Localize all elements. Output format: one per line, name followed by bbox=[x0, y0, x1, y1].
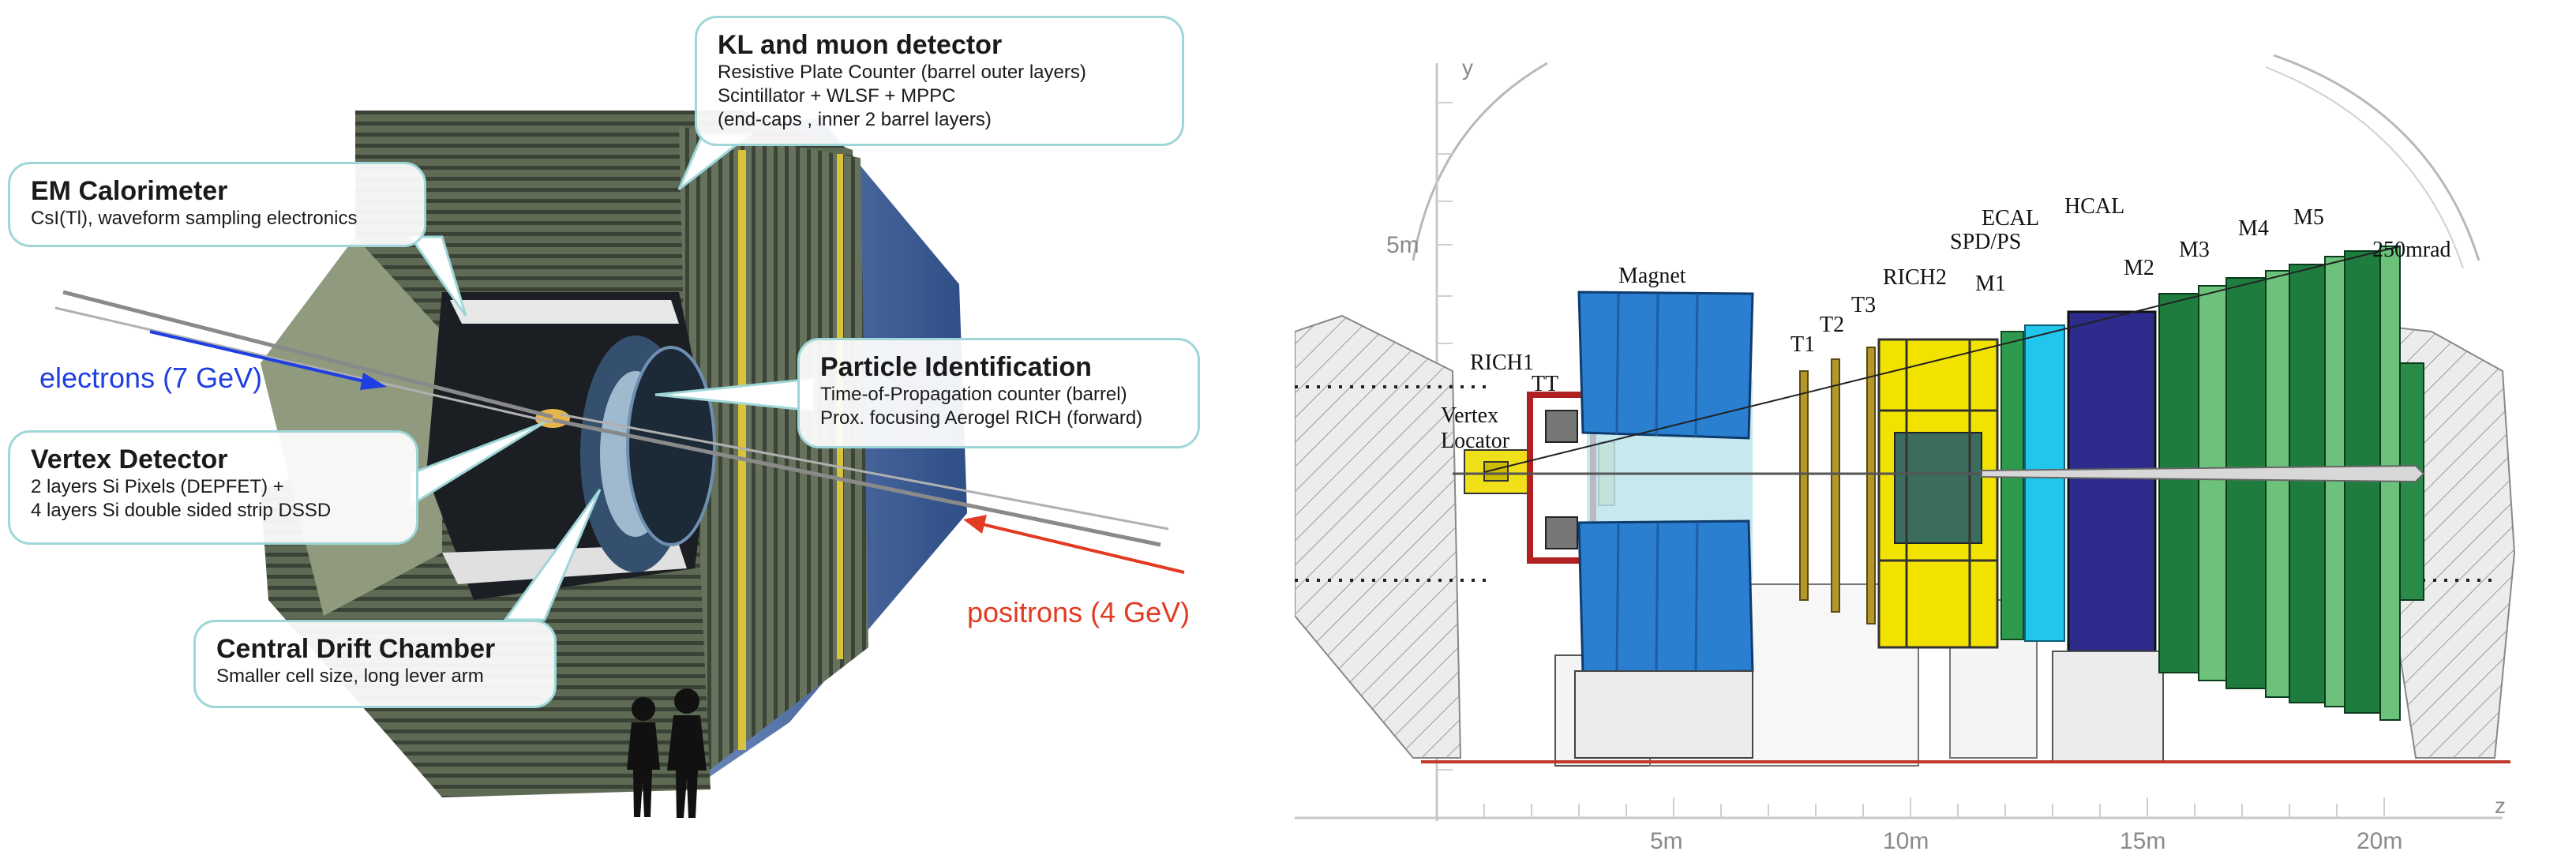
ecal-label: ECAL bbox=[1982, 206, 2039, 231]
callout-title: EM Calorimeter bbox=[31, 176, 228, 206]
magnet-coil-lower bbox=[1577, 519, 1754, 674]
y-axis-label: y bbox=[1462, 55, 1473, 80]
callout-particle-id: Particle Identification Time-of-Propagat… bbox=[797, 338, 1200, 448]
callout-title: Central Drift Chamber bbox=[216, 634, 496, 664]
beam-pipe bbox=[560, 413, 1169, 531]
callout-line: Resistive Plate Counter (barrel outer la… bbox=[718, 62, 1086, 83]
m2-label: M2 bbox=[2124, 256, 2154, 280]
callout-line: Prox. focusing Aerogel RICH (forward) bbox=[820, 407, 1143, 429]
cavern-arc bbox=[2273, 54, 2480, 261]
z-tick-label: 10m bbox=[1883, 828, 1929, 854]
callout-title: Particle Identification bbox=[820, 352, 1092, 382]
m4-label: M4 bbox=[2238, 216, 2269, 241]
callout-line: Smaller cell size, long lever arm bbox=[216, 666, 484, 687]
rich1-label: RICH1 bbox=[1470, 351, 1534, 375]
cavern-arc bbox=[2265, 66, 2464, 269]
callout-title: KL and muon detector bbox=[718, 30, 1003, 60]
positron-arrow bbox=[978, 522, 1185, 574]
t3-station bbox=[1866, 347, 1876, 624]
beam-pipe-cone bbox=[1981, 464, 2425, 483]
spd-ps-label: SPD/PS bbox=[1950, 230, 2021, 254]
rich2-frame-lines bbox=[1879, 339, 1997, 647]
human-silhouettes bbox=[627, 688, 707, 818]
electron-arrow bbox=[149, 330, 372, 384]
hcal bbox=[2067, 310, 2157, 653]
callout-line: (end-caps , inner 2 barrel layers) bbox=[718, 109, 992, 130]
z-tick-label: 15m bbox=[2120, 828, 2165, 854]
callout-pointer bbox=[408, 235, 467, 317]
callout-line: Scintillator + WLSF + MPPC bbox=[718, 85, 956, 107]
t3-label: T3 bbox=[1851, 293, 1876, 317]
m4-station bbox=[2289, 264, 2326, 703]
callout-em-calorimeter: EM Calorimeter CsI(Tl), waveform samplin… bbox=[8, 162, 426, 247]
magnet-base bbox=[1574, 670, 1753, 759]
angle-label: 250mrad bbox=[2372, 238, 2451, 262]
t2-label: T2 bbox=[1820, 313, 1844, 337]
electron-arrowhead bbox=[360, 373, 387, 390]
callout-line: 2 layers Si Pixels (DEPFET) + bbox=[31, 476, 284, 497]
z-axis-ticks bbox=[1483, 797, 2385, 818]
z-axis-label: z bbox=[2495, 793, 2506, 818]
lhcb-detector-schematic: y z 5m 5m 10m 15m 20m Vertex Locator RIC… bbox=[1295, 54, 2516, 854]
electrons-label: electrons (7 GeV) bbox=[39, 362, 263, 394]
hcal-label: HCAL bbox=[2064, 194, 2124, 219]
t1-label: T1 bbox=[1790, 332, 1815, 357]
vertex-locator-label: Vertex bbox=[1441, 403, 1498, 428]
shield-wall-left bbox=[1295, 314, 1462, 759]
beam-pipe bbox=[54, 306, 553, 424]
callout-title: Vertex Detector bbox=[31, 444, 228, 474]
rich2-label: RICH2 bbox=[1883, 265, 1947, 290]
magnet-coil-upper bbox=[1577, 291, 1754, 440]
m4-station-light bbox=[2324, 256, 2345, 707]
yellow-frame-strip bbox=[738, 150, 746, 750]
m3-station-light bbox=[2265, 270, 2290, 698]
ecal bbox=[2024, 324, 2065, 642]
rich1-mirror bbox=[1545, 410, 1578, 443]
z-tick-label: 20m bbox=[2357, 828, 2402, 854]
callout-line: Time-of-Propagation counter (barrel) bbox=[820, 384, 1127, 405]
magnet-label: Magnet bbox=[1618, 264, 1686, 288]
y-tick-label: 5m bbox=[1386, 232, 1419, 258]
acceptance-line-250mrad bbox=[1483, 246, 2401, 473]
hcal-base bbox=[2052, 651, 2164, 763]
callout-kl-muon: KL and muon detector Resistive Plate Cou… bbox=[695, 16, 1184, 146]
callout-vertex-detector: Vertex Detector 2 layers Si Pixels (DEPF… bbox=[8, 430, 418, 545]
callout-line: CsI(Tl), waveform sampling electronics bbox=[31, 208, 358, 229]
positron-arrowhead bbox=[963, 515, 987, 534]
m5-label: M5 bbox=[2293, 205, 2324, 230]
vertex-locator-label: Locator bbox=[1441, 429, 1510, 453]
tt-label: TT bbox=[1532, 372, 1558, 396]
cavern-arc bbox=[1412, 62, 1548, 261]
m3-station bbox=[2225, 277, 2267, 689]
m3-label: M3 bbox=[2179, 238, 2210, 262]
callout-line: 4 layers Si double sided strip DSSD bbox=[31, 500, 332, 521]
rich2-inner bbox=[1894, 432, 1982, 544]
m5-station bbox=[2344, 250, 2381, 714]
lhcb-detector-panel: y z 5m 5m 10m 15m 20m Vertex Locator RIC… bbox=[1295, 0, 2576, 855]
positron-beam-line bbox=[552, 418, 1161, 547]
t2-station bbox=[1831, 358, 1840, 613]
electron-beam-line bbox=[62, 290, 553, 419]
belle2-detector-panel: KL and muon detector Resistive Plate Cou… bbox=[0, 0, 1263, 855]
callout-drift-chamber: Central Drift Chamber Smaller cell size,… bbox=[193, 620, 557, 708]
t1-station bbox=[1799, 370, 1809, 601]
magnet-coil-lines bbox=[1615, 293, 1699, 673]
calorimeter-ring bbox=[450, 300, 679, 324]
positrons-label: positrons (4 GeV) bbox=[967, 596, 1191, 628]
m5-station-light bbox=[2379, 246, 2401, 721]
rich1-mirror bbox=[1545, 516, 1578, 549]
z-tick-label: 5m bbox=[1650, 828, 1683, 854]
m2-station bbox=[2158, 293, 2199, 673]
m1-station bbox=[2000, 331, 2024, 640]
m1-label: M1 bbox=[1975, 272, 2006, 296]
m2-station-light bbox=[2198, 285, 2227, 681]
